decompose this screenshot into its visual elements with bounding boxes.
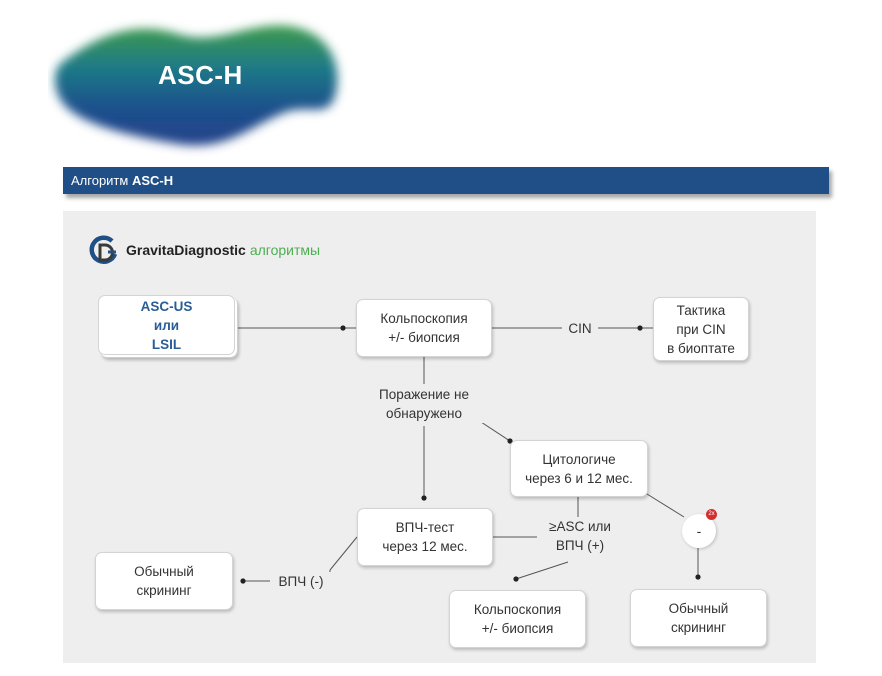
label-cin: CIN (562, 319, 598, 338)
node-routine-screening-2[interactable]: Обычный скрининг (630, 589, 767, 647)
arrow-dot (637, 325, 643, 331)
count-badge: 2x (706, 509, 717, 520)
brand: GravitaDiagnostic алгоритмы (88, 234, 320, 266)
banner-title: ASC-H (131, 173, 174, 188)
node-colposcopy[interactable]: Кольпоскопия +/- биопсия (356, 299, 492, 357)
edge-cytology-minus (646, 493, 685, 518)
arrow-dot (695, 574, 701, 580)
node-routine-screening-1[interactable]: Обычный скрининг (95, 552, 233, 610)
node-start-asc-us-lsil[interactable]: ASC-US или LSIL (98, 295, 235, 355)
label-no-lesion: Поражение не обнаружено (364, 385, 484, 423)
page-banner: Алгоритм ASC-H (63, 167, 829, 194)
logo-blob (54, 25, 338, 146)
arrow-dot (421, 495, 427, 501)
brand-name: GravitaDiagnostic (126, 242, 246, 258)
edge-asc-colposcopy2 (515, 561, 569, 580)
gravita-logo-icon (89, 235, 118, 264)
node-colposcopy-2[interactable]: Кольпоскопия +/- биопсия (449, 590, 586, 648)
brand-subtitle: алгоритмы (249, 242, 321, 258)
node-cytology[interactable]: Цитологиче через 6 и 12 мес. (510, 440, 648, 497)
logo-title: ASC-H (158, 60, 243, 90)
node-tactics-cin[interactable]: Тактика при CIN в биоптате (653, 297, 749, 361)
node-hpv-test[interactable]: ВПЧ-тест через 12 мес. (357, 508, 493, 566)
edge-hpvtest-hpvneg (329, 536, 358, 571)
edge-nolesion-cytology (477, 419, 511, 442)
label-hpv-negative: ВПЧ (-) (270, 572, 332, 591)
arrow-dot (340, 325, 346, 331)
arrow-dot (513, 576, 519, 582)
label-asc-or-hpv: ≥ASC или ВПЧ (+) (537, 517, 623, 555)
banner-prefix: Алгоритм (71, 173, 129, 188)
arrow-dot (240, 578, 246, 584)
